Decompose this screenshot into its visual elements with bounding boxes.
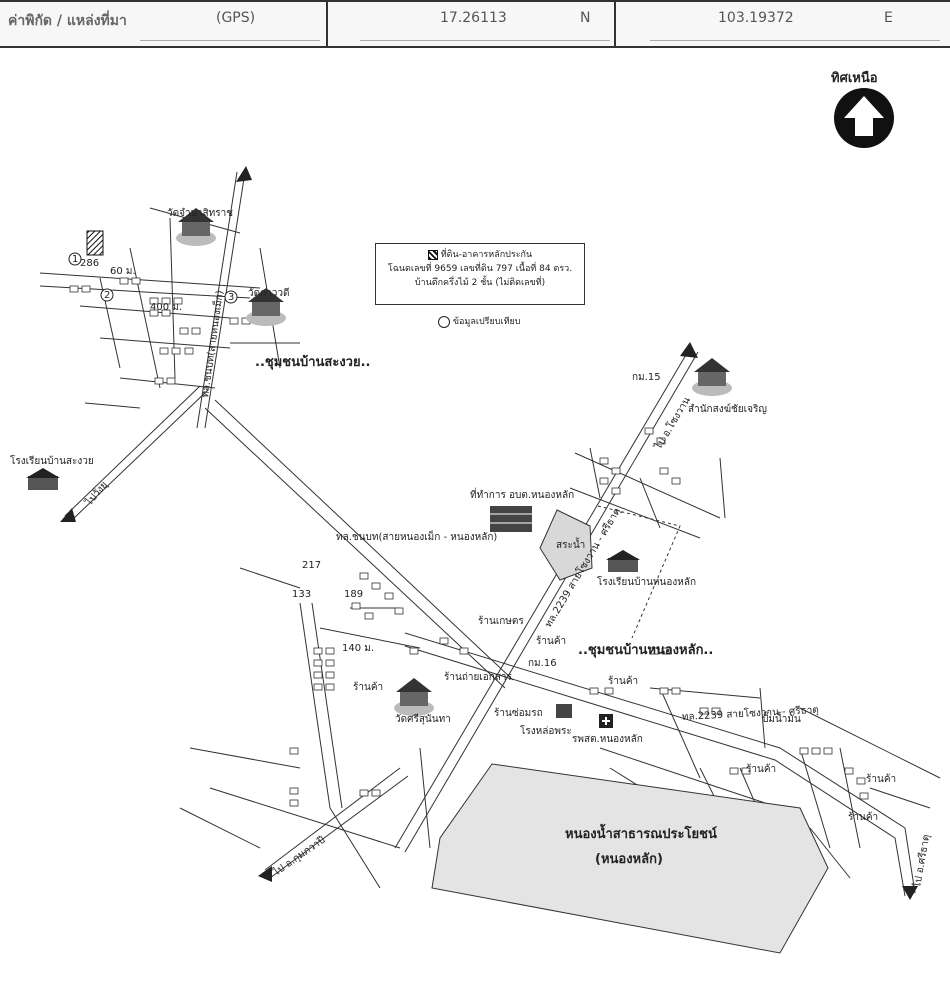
label-60m: 60 ม. bbox=[110, 266, 136, 277]
label-shop-1: ร้านค้า bbox=[536, 635, 566, 647]
temple-icon bbox=[692, 358, 732, 396]
label-shop-3: ร้านค้า bbox=[608, 675, 638, 687]
legend-line2: โฉนดเลขที่ 9659 เลขที่ดิน 797 เนื้อที่ 8… bbox=[387, 264, 573, 274]
header-divider bbox=[326, 2, 328, 48]
temple-icon bbox=[394, 678, 434, 716]
label-samnak-song: สำนักสงฆ์ชัยเจริญ bbox=[688, 403, 767, 415]
north-arrow-icon bbox=[834, 88, 894, 148]
label-133: 133 bbox=[292, 589, 311, 600]
label-shop-photo: ร้านถ่ายเอกสาร bbox=[444, 671, 513, 683]
school-icon bbox=[606, 550, 640, 572]
map-legend: ที่ดิน-อาคารหลักประกัน โฉนดเลขที่ 9659 เ… bbox=[375, 243, 585, 305]
label-lake: หนองน้ำสาธารณประโยชน์ bbox=[565, 823, 717, 842]
label-circle-1: 1 bbox=[72, 254, 78, 265]
label-obt-office: ที่ทำการ อบต.หนองหลัก bbox=[470, 487, 574, 501]
school-icon bbox=[26, 468, 60, 490]
compare-legend-label: ข้อมูลเปรียบเทียบ bbox=[452, 317, 521, 327]
label-shop-4: ร้านค้า bbox=[746, 763, 776, 775]
hatch-icon bbox=[427, 249, 438, 260]
label-km15: กม.15 bbox=[632, 372, 661, 383]
label-shop-5: ร้านค้า bbox=[866, 773, 896, 785]
header-divider bbox=[614, 2, 616, 48]
road-arrow-se bbox=[902, 886, 918, 900]
compare-point-1 bbox=[68, 252, 82, 266]
legend-line1: ที่ดิน-อาคารหลักประกัน bbox=[440, 250, 533, 260]
temple-icon bbox=[176, 208, 216, 246]
compare-point-2 bbox=[100, 288, 114, 302]
label-km16: กม.16 bbox=[528, 658, 557, 669]
pond-shape bbox=[539, 509, 593, 581]
longitude-value: 103.19372 bbox=[718, 10, 794, 26]
compare-point-3 bbox=[224, 290, 238, 304]
north-label: ทิศเหนือ bbox=[831, 71, 878, 86]
road-arrow-ne bbox=[680, 342, 698, 358]
label-school-sangwai: โรงเรียนบ้านสะงวย bbox=[10, 454, 94, 467]
label-hospital: รพสต.หนองหลัก bbox=[572, 734, 643, 745]
road-arrow-west bbox=[60, 508, 76, 522]
label-shop-kaset: ร้านเกษตร bbox=[478, 615, 524, 627]
label-pond: สระน้ำ bbox=[556, 537, 585, 551]
label-school-nonglak: โรงเรียนบ้านหนองหลัก bbox=[597, 575, 696, 588]
collateral-parcel bbox=[86, 230, 104, 256]
label-community-sangwai: ..ชุมชนบ้านสะงวย.. bbox=[255, 354, 370, 370]
latitude-dir: N bbox=[580, 10, 591, 26]
label-wat-sri: วัดศรีสุนันทา bbox=[395, 713, 451, 725]
coordinate-header: ค่าพิกัด / แหล่งที่มา (GPS) 17.26113 N 1… bbox=[0, 0, 950, 48]
label-217: 217 bbox=[302, 560, 321, 571]
temple-icon bbox=[246, 288, 286, 326]
latitude-value: 17.26113 bbox=[440, 10, 507, 26]
road-arrow-sw bbox=[258, 866, 272, 882]
label-wat-kaowadi: วัดกาววดี bbox=[248, 287, 290, 299]
label-189: 189 bbox=[344, 589, 363, 600]
label-shop-repair: ร้านซ่อมรถ bbox=[494, 707, 543, 719]
office-building-icon bbox=[490, 506, 532, 532]
label-shop-6: ร้านค้า bbox=[848, 811, 878, 823]
label-286: 286 bbox=[80, 258, 99, 269]
longitude-dir: E bbox=[884, 10, 893, 26]
label-to-left: ไปวังยุ bbox=[82, 479, 110, 509]
coord-label: ค่าพิกัด / แหล่งที่มา bbox=[8, 13, 127, 29]
label-circle-3: 3 bbox=[228, 292, 234, 303]
label-lake-sub: (หนองหลัก) bbox=[595, 852, 663, 867]
label-foundry: โรงหล่อพระ bbox=[520, 724, 572, 737]
label-circle-2: 2 bbox=[104, 290, 110, 301]
legend-line3: บ้านตึกครึ่งไม้ 2 ชั้น (ไม่ติดเลขที่) bbox=[414, 278, 546, 288]
label-rural-road: ทล.ชนบท(สายหนองเม็ก - หนองหลัก) bbox=[336, 529, 497, 543]
label-shop-2: ร้านค้า bbox=[353, 681, 383, 693]
label-community-nonglak: ..ชุมชนบ้านหนองหลัก.. bbox=[578, 642, 713, 658]
factory-icon bbox=[556, 704, 572, 718]
compare-legend: ข้อมูลเปรียบเทียบ bbox=[438, 314, 521, 328]
label-to-sritat: ไป อ.ศรีธาตุ bbox=[911, 834, 932, 890]
label-140m: 140 ม. bbox=[342, 643, 374, 654]
road-arrow-north bbox=[236, 166, 252, 182]
circle-icon bbox=[438, 315, 450, 328]
label-gas: ปั๊มน้ำมัน bbox=[762, 711, 801, 725]
coord-source: (GPS) bbox=[216, 10, 256, 26]
label-to-kumphawapi: ไป อ.กุมภวาปี bbox=[270, 834, 327, 879]
street-map: วัดจำปาสิทราช วัดกาววดี ..ชุมชนบ้านสะงวย… bbox=[10, 166, 941, 954]
hospital-cross-icon bbox=[599, 714, 613, 728]
lake-shape bbox=[431, 763, 829, 954]
label-road-left-vert: ทล.ชนบท(สายหนองเม็ก) bbox=[197, 289, 226, 398]
label-400m: 400 ม. bbox=[150, 302, 182, 313]
label-wat-champa: วัดจำปาสิทราช bbox=[167, 208, 233, 219]
